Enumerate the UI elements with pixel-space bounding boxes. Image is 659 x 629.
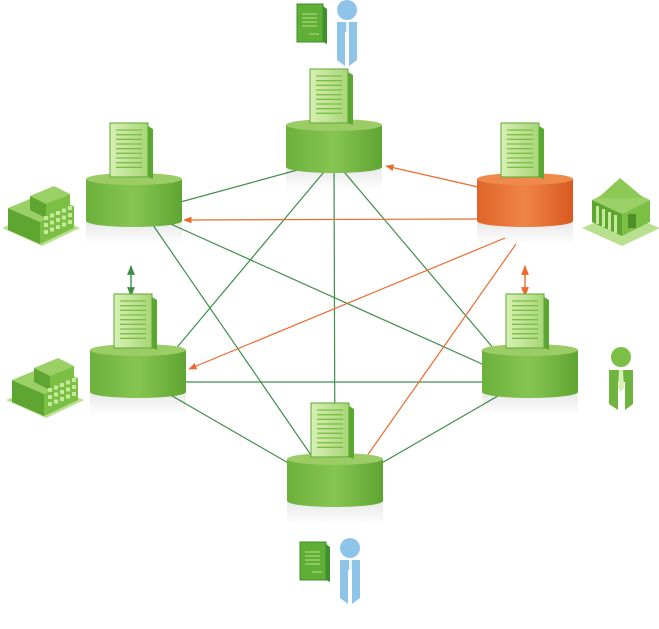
link-left-upper-to-right-lower (144, 212, 522, 382)
node-left-lower (90, 294, 186, 416)
node-bottom (287, 403, 383, 525)
ledger-document-icon (311, 403, 354, 459)
person-with-document-icon (300, 538, 360, 604)
office-building-icon (2, 186, 80, 246)
sync-arrows (131, 266, 525, 296)
broadcast-right-upper-to-left-lower (189, 238, 505, 369)
office-building-icon (6, 358, 84, 418)
ledger-document-icon (310, 69, 353, 125)
broadcast-right-upper-to-left-upper (184, 219, 478, 220)
node-right-upper (477, 123, 573, 245)
node-left-upper (86, 123, 182, 245)
bank-icon (582, 178, 659, 246)
ledger-document-icon (506, 294, 549, 350)
node-right-lower (482, 294, 578, 416)
ledger-document-icon (110, 123, 153, 179)
businessman-icon (609, 347, 633, 410)
ledger-document-icon (114, 294, 157, 350)
person-with-document-icon (297, 0, 357, 66)
ledger-document-icon (501, 123, 544, 179)
node-top (286, 69, 382, 191)
